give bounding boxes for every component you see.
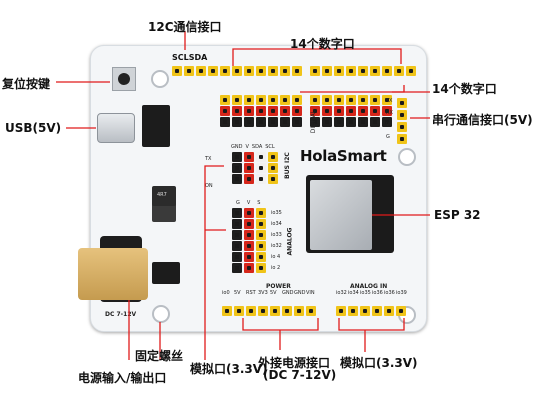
reset-button-label: 复位按键 (2, 77, 51, 91)
analog-left-label: 模拟口(3.3V) (190, 362, 268, 376)
ext-power-sub-label: (DC 7-12V) (263, 368, 337, 382)
power-pin-label: VIN (306, 290, 315, 296)
serial-pin-v: V (386, 122, 390, 128)
tx-led-label: TX (205, 156, 212, 162)
analog-pin-label: io33 (271, 232, 282, 238)
scl-sda-label: SCLSDA (172, 53, 208, 62)
dc-silk: DC 7-12V (105, 311, 137, 318)
inductor-label: 4R7 (157, 192, 167, 198)
power-pin-label: RST (246, 290, 256, 296)
i2c-col-gnd: GND (231, 144, 243, 150)
analog-header (232, 208, 268, 273)
power-pin-label: 5V (270, 290, 277, 296)
analog-in-header (336, 306, 408, 316)
power-io-label: 电源输入/输出口 (78, 371, 167, 385)
mounting-hole-bottom-left (152, 305, 170, 323)
usb-serial-chip (142, 105, 170, 147)
digital-block-left (220, 95, 304, 127)
serial-header (397, 98, 409, 144)
usb-c-port (97, 113, 135, 143)
serial-port-label: 串行通信接口(5V) (432, 113, 533, 127)
power-header (222, 306, 318, 316)
ext-power-label: 外接电源接口 (258, 356, 331, 370)
analog-in-pin-label: io34 (348, 290, 359, 296)
analog-in-pin-label: io35 (360, 290, 371, 296)
i2c-col-scl: SCL (265, 144, 275, 150)
inductor (152, 186, 176, 206)
serial-pin-tx: TX (386, 98, 393, 104)
reset-button[interactable] (112, 67, 136, 91)
mounting-hole-top-left (151, 70, 169, 88)
analog-in-silk: ANALOG IN (350, 283, 388, 290)
i2c-port-label: 12C通信接口 (148, 20, 222, 34)
i2c-column-labels: GND V SDA SCL (231, 144, 275, 150)
digital-header-top-right (310, 66, 418, 76)
power-pin-label: io0 (222, 290, 230, 296)
serial-pin-g: G (386, 134, 390, 140)
esp32-label: ESP 32 (434, 208, 481, 222)
analog-in-pin-label: io39 (396, 290, 407, 296)
analog-pin-label: io 2 (271, 265, 281, 271)
esp32-shield (310, 180, 372, 250)
analog-in-pin-labels: io32 io34 io35 io36 io36 io39 (336, 290, 408, 296)
digital-14-right-label: 14个数字口 (432, 82, 497, 96)
i2c-header (232, 152, 280, 184)
serial-pin-labels: TX RX V G (386, 98, 393, 146)
digital-header-top-left (172, 66, 304, 76)
power-pin-label: GND (282, 290, 294, 296)
i2c-col-v: V (245, 144, 249, 150)
analog-pin-label: io 4 (271, 254, 281, 260)
analog-col-s: S (257, 200, 261, 206)
analog-pin-label: io35 (271, 210, 282, 216)
power-pin-labels: io0 5V RST 3V3 5V GND GND VIN (222, 290, 318, 296)
brand-logo: HolaSmart (300, 147, 387, 165)
mounting-screw-label: 固定螺丝 (135, 349, 184, 363)
usb-label: USB(5V) (5, 121, 62, 135)
dc-jack (78, 248, 148, 300)
power-pin-label: GND (294, 290, 306, 296)
power-pin-label: 5V (234, 290, 241, 296)
mounting-hole-right (398, 148, 416, 166)
analog-pin-labels: io35 io34 io33 io32 io 4 io 2 (271, 210, 282, 276)
power-transistor (152, 262, 180, 284)
i2c-col-sda: SDA (251, 144, 263, 150)
analog-in-pin-label: io32 (336, 290, 347, 296)
analog-in-pin-label: io36 (384, 290, 395, 296)
analog-right-label: 模拟口(3.3V) (340, 356, 418, 370)
analog-pin-label: io32 (271, 243, 282, 249)
digital-block-right (310, 95, 394, 127)
digital-14-top-label: 14个数字口 (290, 37, 355, 51)
analog-in-pin-label: io36 (372, 290, 383, 296)
serial-pin-rx: RX (386, 110, 393, 116)
power-silk: POWER (266, 283, 291, 290)
analog-pin-label: io34 (271, 221, 282, 227)
analog-col-v: V (246, 200, 251, 206)
analog-col-g: G (236, 200, 240, 206)
on-led-label: ON (205, 183, 213, 189)
analog-column-labels: G V S (236, 200, 260, 206)
power-pin-label: 3V3 (258, 290, 268, 296)
